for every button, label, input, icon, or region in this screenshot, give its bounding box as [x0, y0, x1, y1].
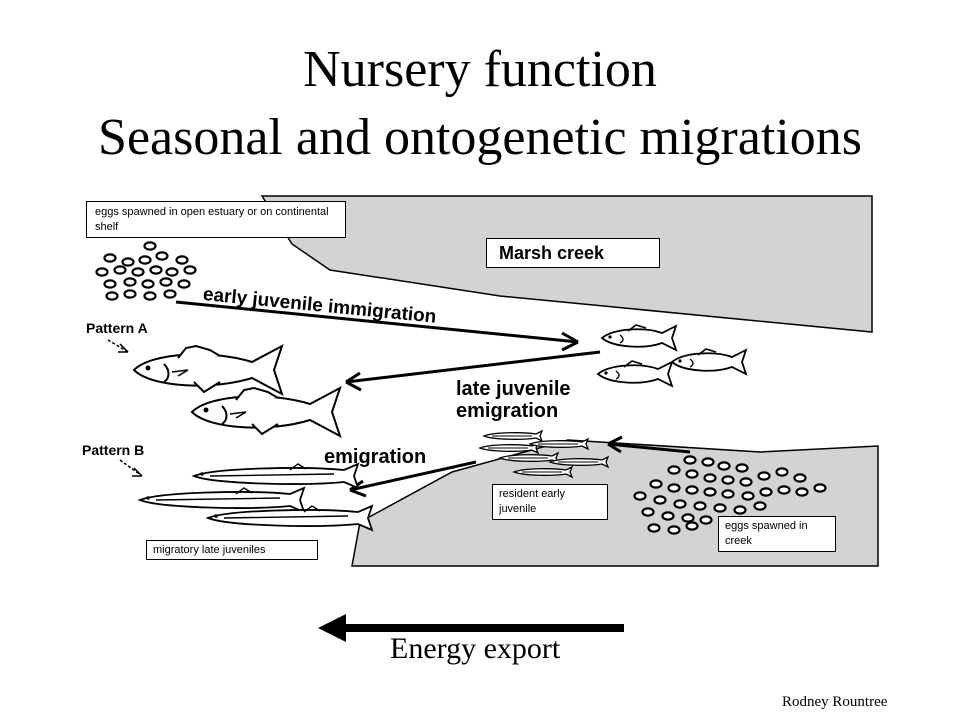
- author-credit: Rodney Rountree: [782, 694, 888, 710]
- juvenile-fish-3: [671, 348, 747, 375]
- pattern-a-fish-2: [191, 387, 341, 437]
- early-immigration-arrow: [175, 300, 579, 344]
- egg-cluster-open-estuary: [95, 241, 197, 301]
- migratory-late-juveniles-label: migratory late juveniles: [146, 540, 318, 560]
- juvenile-fish-1: [601, 324, 677, 351]
- resident-fish-1: [483, 430, 543, 442]
- pattern-a-fish-1: [133, 345, 283, 395]
- pattern-b-fish-2: [139, 487, 305, 513]
- marsh-creek-label: Marsh creek: [486, 238, 660, 268]
- pattern-b-label: Pattern B: [82, 442, 145, 458]
- emigration-label: emigration: [324, 446, 427, 468]
- pattern-a-pointer: [107, 339, 129, 353]
- late-juvenile-label: late juvenile: [456, 378, 571, 400]
- energy-export-arrow: [318, 614, 624, 642]
- emigration-arrow: [349, 460, 477, 492]
- late-emigration-arrow: [345, 350, 601, 384]
- energy-export-label: Energy export: [390, 632, 561, 665]
- title-line-1: Nursery function: [303, 41, 657, 98]
- late-emigration-label: emigration: [456, 400, 559, 422]
- title-line-2: Seasonal and ontogenetic migrations: [98, 109, 862, 166]
- arrows: [107, 300, 691, 498]
- resident-arrow: [607, 442, 691, 454]
- juvenile-fish-2: [597, 360, 673, 387]
- eggs-spawned-creek-label: eggs spawned in creek: [718, 516, 836, 552]
- eggs-open-estuary-label: eggs spawned in open estuary or on conti…: [86, 201, 346, 238]
- resident-early-juvenile-label: resident early juvenile: [492, 484, 608, 520]
- pattern-b-fish-3: [207, 505, 373, 531]
- pattern-a-label: Pattern A: [86, 320, 148, 336]
